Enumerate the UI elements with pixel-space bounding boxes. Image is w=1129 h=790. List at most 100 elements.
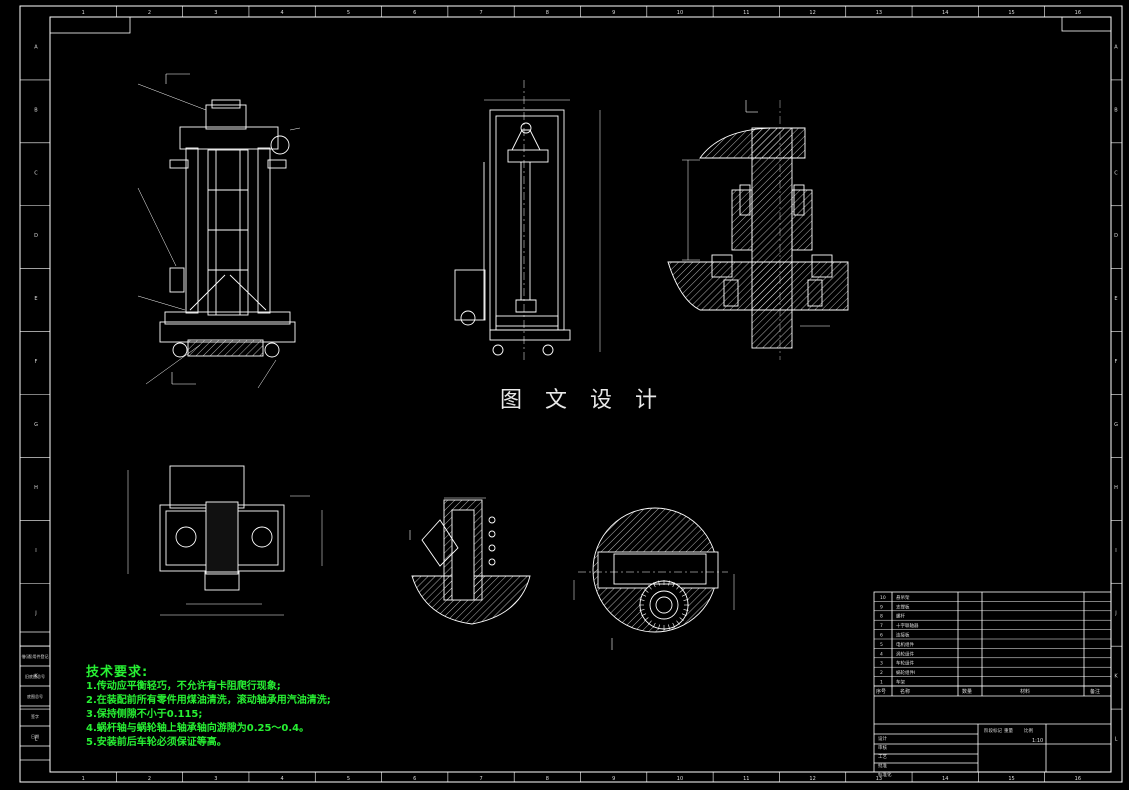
frame-row-label-right: A [1114, 44, 1118, 50]
parts-row-number: 8 [880, 614, 883, 620]
frame-grid-labels: 1122334455667788991010111112121313141415… [34, 10, 1118, 782]
left-strip-label: 签字 [31, 713, 39, 719]
frame-row-label-left: E [34, 296, 37, 302]
frame-row-label-left: I [35, 548, 36, 554]
parts-row-name: 支撑板 [896, 603, 910, 610]
frame-col-label-top: 13 [876, 10, 882, 16]
frame-row-label-right: I [1115, 548, 1116, 554]
title-block-label: 重量 [1004, 727, 1013, 734]
parts-header-cell: 序号 [876, 688, 886, 695]
parts-header-cell: 材料 [1020, 688, 1030, 695]
technical-requirements: 技术要求: 1.传动应平衡轻巧，不允许有卡阻爬行现象; 2.在装配前所有零件用煤… [86, 661, 331, 750]
parts-row-number: 4 [880, 651, 883, 657]
frame-col-label-bottom: 1 [82, 776, 85, 782]
frame-row-label-left: A [34, 44, 38, 50]
frame-col-label-top: 12 [809, 10, 815, 16]
partial-section-gear-left [409, 497, 531, 625]
frame-col-label-top: 5 [347, 10, 350, 16]
left-strip-label: 底图总号 [27, 693, 43, 699]
parts-row-number: 7 [880, 623, 883, 629]
gear-teeth [639, 580, 689, 630]
frame-col-label-top: 15 [1008, 10, 1014, 16]
parts-row-name: 悬吊架 [896, 595, 910, 601]
frame-col-label-bottom: 5 [347, 776, 350, 782]
frame-col-label-bottom: 6 [413, 776, 416, 782]
frame-row-label-left: C [34, 170, 38, 176]
parts-row-number: 1 [880, 680, 883, 686]
frame-row-label-right: L [1115, 737, 1118, 743]
frame-col-label-top: 16 [1075, 10, 1081, 16]
parts-row-number: 6 [880, 633, 883, 639]
side-view-assembly [454, 80, 601, 360]
frame-row-label-left: F [35, 359, 38, 365]
frame-row-label-right: F [1115, 359, 1118, 365]
frame-col-label-bottom: 12 [809, 776, 815, 782]
parts-header-cell: 备注 [1090, 688, 1100, 695]
frame-col-label-bottom: 8 [546, 776, 549, 782]
left-strip-label: 借(通)用件登记 [21, 653, 48, 659]
frame-col-label-top: 3 [214, 10, 217, 16]
parts-row-number: 2 [880, 670, 883, 676]
parts-row-name: 电机组件 [896, 641, 914, 648]
frame-col-label-top: 6 [413, 10, 416, 16]
section-view-shaft [667, 100, 849, 360]
title-block-label: 比例 [1024, 727, 1033, 734]
tech-requirement-3: 3.保持侧隙不小于0.115; [86, 709, 203, 720]
frame-col-label-bottom: 3 [214, 776, 217, 782]
frame-row-label-left: H [34, 485, 38, 491]
tech-requirement-5: 5.安装前后车轮必须保证等高。 [86, 737, 227, 748]
parts-row-name: 十字联轴器 [896, 622, 919, 629]
frame-col-label-top: 10 [677, 10, 683, 16]
title-block-field: 工艺 [878, 754, 887, 760]
title-block-field: 审核 [878, 744, 887, 751]
frame-col-label-top: 11 [743, 10, 749, 16]
frame-col-label-top: 8 [546, 10, 549, 16]
parts-header-cell: 数量 [962, 688, 972, 695]
frame-col-label-bottom: 10 [677, 776, 683, 782]
outer-frame [19, 5, 1123, 783]
frame-col-label-bottom: 2 [148, 776, 151, 782]
parts-row-name: 连接板 [896, 632, 910, 639]
front-view-assembly [137, 73, 301, 389]
tech-requirement-4: 4.蜗杆轴与蜗轮轴上轴承轴向游隙为0.25～0.4。 [86, 723, 310, 734]
title-block-field: 批准 [878, 762, 887, 769]
scale-value: 1:10 [1032, 738, 1043, 744]
frame-col-label-bottom: 4 [281, 776, 284, 782]
parts-row-number: 5 [880, 642, 883, 648]
title-block [873, 591, 1112, 773]
left-strip [19, 631, 51, 761]
frame-row-label-right: B [1114, 107, 1118, 113]
frame-row-label-right: C [1114, 170, 1118, 176]
frame-col-label-bottom: 9 [612, 776, 615, 782]
frame-col-label-top: 9 [612, 10, 615, 16]
tech-requirements-title: 技术要求: [86, 665, 149, 680]
frame-col-label-bottom: 15 [1008, 776, 1014, 782]
tech-requirement-2: 2.在装配前所有零件用煤油清洗，滚动轴承用汽油清洗; [86, 695, 331, 706]
frame-row-label-left: G [34, 422, 38, 428]
parts-row-number: 9 [880, 604, 883, 610]
frame-col-label-bottom: 16 [1075, 776, 1081, 782]
parts-row-name: 螺杆 [896, 613, 905, 620]
frame-row-label-right: E [1114, 296, 1117, 302]
frame-row-label-left: K [34, 674, 38, 680]
tech-requirement-1: 1.传动应平衡轻巧，不允许有卡阻爬行现象; [86, 681, 281, 692]
frame-col-label-top: 1 [82, 10, 85, 16]
frame-col-label-bottom: 14 [942, 776, 948, 782]
parts-header-cell: 名称 [900, 688, 910, 695]
frame-col-label-bottom: 11 [743, 776, 749, 782]
watermark-text: 图 文 设 计 [500, 388, 665, 413]
frame-col-label-bottom: 7 [479, 776, 482, 782]
title-block-field: 标准化 [878, 771, 892, 778]
frame-row-label-left: J [34, 611, 36, 617]
top-view-assembly [127, 465, 323, 616]
parts-row-name: 蜗轮组件I [896, 669, 915, 676]
frame-row-label-right: D [1114, 233, 1118, 239]
parts-row-number: 3 [880, 661, 883, 667]
left-strip-label: 日期 [31, 733, 39, 739]
title-block-field: 设计 [878, 735, 887, 742]
frame-col-label-top: 2 [148, 10, 151, 16]
parts-row-number: 10 [880, 595, 886, 601]
frame-col-label-top: 4 [281, 10, 284, 16]
